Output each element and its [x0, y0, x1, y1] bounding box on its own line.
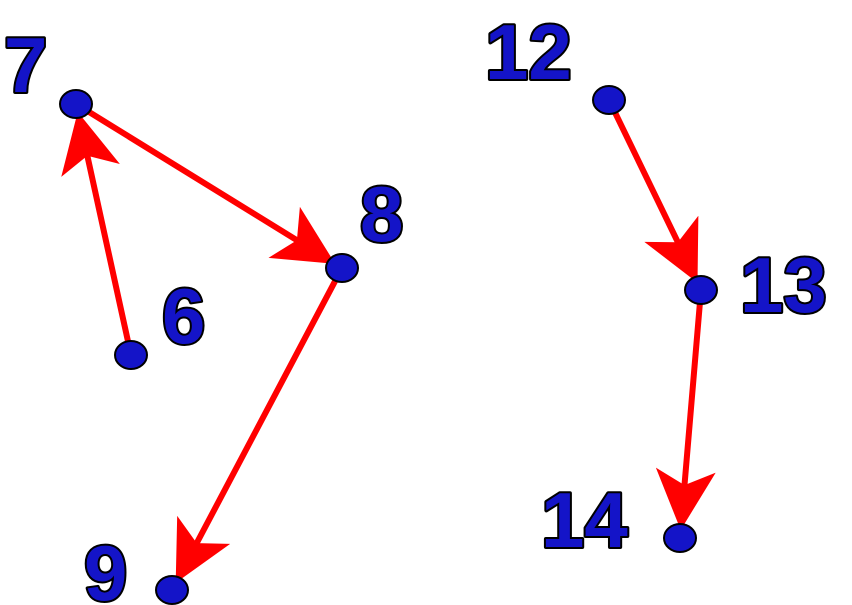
node-label-7: 7 [4, 21, 47, 109]
edge-7-to-8 [78, 104, 336, 264]
edge-12-to-13 [608, 102, 699, 283]
node-dot-12 [592, 85, 626, 115]
node-label-12: 12 [485, 8, 572, 96]
node-label-8: 8 [360, 170, 403, 258]
node-label-9: 9 [84, 529, 127, 605]
edges-layer [61, 102, 716, 583]
node-dot-14 [663, 523, 697, 553]
node-dot-9 [155, 575, 189, 605]
labels-layer: 6 7 8 9 12 13 14 [2, 6, 829, 605]
node-dot-7 [59, 89, 93, 119]
node-dot-13 [684, 275, 718, 305]
node-label-13: 13 [740, 241, 827, 329]
nodes-layer [59, 85, 718, 605]
edge-13-to-14 [655, 293, 716, 530]
node-label-6: 6 [162, 272, 205, 360]
node-label-14: 14 [541, 476, 628, 564]
node-dot-6 [114, 340, 148, 370]
node-dot-8 [325, 253, 359, 283]
edge-8-to-9 [175, 270, 343, 583]
edge-6-to-7 [61, 111, 133, 353]
